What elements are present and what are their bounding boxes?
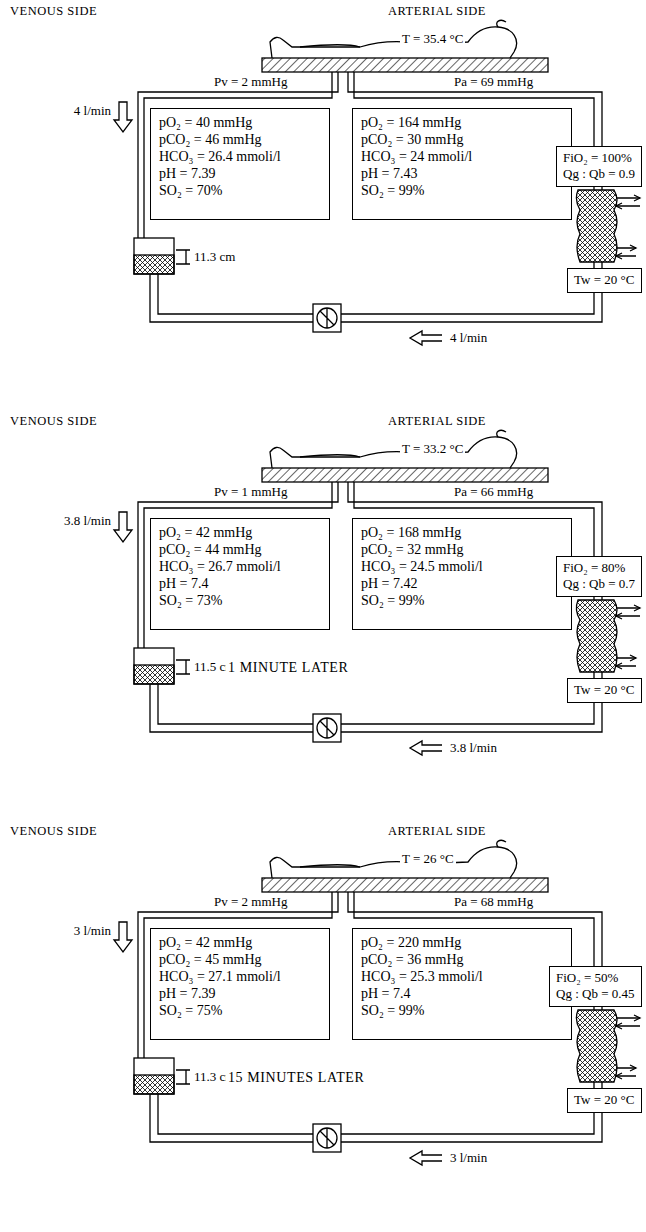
box-text: pO₂ = 40 mmHg	[159, 114, 321, 131]
water-temp-box: Tw = 20 °C	[567, 1088, 642, 1113]
box-text: pCO₂ = 46 mmHg	[159, 131, 321, 148]
box-text: pCO₂ = 36 mmHg	[361, 951, 563, 968]
box-text: pO₂ = 42 mmHg	[159, 934, 321, 951]
box-text: SO₂ = 75%	[159, 1002, 321, 1019]
box-text: pCO₂ = 30 mmHg	[361, 131, 563, 148]
box-text: FiO₂ = 80%	[563, 560, 635, 576]
patient-temperature: T = 33.2 °C	[400, 441, 465, 457]
box-text: HCO₃ = 24 mmoli/l	[361, 148, 563, 165]
box-text: pCO₂ = 45 mmHg	[159, 951, 321, 968]
box-text: Qg : Qb = 0.7	[563, 576, 635, 592]
venous-pressure: Pv = 2 mmHg	[212, 894, 289, 910]
venous-flow: 3.8 l/min	[62, 513, 113, 529]
box-text: pH = 7.4	[159, 575, 321, 592]
arterial-gas-box: pO₂ = 164 mmHgpCO₂ = 30 mmHgHCO₃ = 24 mm…	[352, 108, 572, 220]
box-text: SO₂ = 99%	[361, 592, 563, 609]
gas-setting-box: FiO₂ = 100%Qg : Qb = 0.9	[556, 146, 642, 187]
pump-flow: 3 l/min	[448, 1150, 489, 1166]
patient-temperature: T = 35.4 °C	[400, 31, 465, 47]
side-heading: VENOUS SIDE	[8, 824, 99, 839]
box-text: FiO₂ = 100%	[563, 150, 635, 166]
arterial-gas-box: pO₂ = 220 mmHgpCO₂ = 36 mmHgHCO₃ = 25.3 …	[352, 928, 572, 1040]
box-text: HCO₃ = 26.4 mmoli/l	[159, 148, 321, 165]
arterial-gas-box: pO₂ = 168 mmHgpCO₂ = 32 mmHgHCO₃ = 24.5 …	[352, 518, 572, 630]
time-caption: 1 MINUTE LATER	[226, 660, 350, 677]
venous-gas-box: pO₂ = 40 mmHgpCO₂ = 46 mmHgHCO₃ = 26.4 m…	[150, 108, 330, 220]
box-text: pCO₂ = 44 mmHg	[159, 541, 321, 558]
side-heading: ARTERIAL SIDE	[386, 824, 488, 839]
box-text: pH = 7.43	[361, 165, 563, 182]
box-text: pO₂ = 42 mmHg	[159, 524, 321, 541]
box-text: pCO₂ = 32 mmHg	[361, 541, 563, 558]
arterial-pressure: Pa = 68 mmHg	[452, 894, 535, 910]
venous-pressure: Pv = 2 mmHg	[212, 74, 289, 90]
venous-gas-box: pO₂ = 42 mmHgpCO₂ = 44 mmHgHCO₃ = 26.7 m…	[150, 518, 330, 630]
box-text: SO₂ = 99%	[361, 1002, 563, 1019]
box-text: Qg : Qb = 0.9	[563, 166, 635, 182]
box-text: FiO₂ = 50%	[556, 970, 635, 986]
water-temp-box: Tw = 20 °C	[567, 678, 642, 703]
box-text: pH = 7.39	[159, 165, 321, 182]
box-text: HCO₃ = 26.7 mmoli/l	[159, 558, 321, 575]
side-heading: ARTERIAL SIDE	[386, 4, 488, 19]
arterial-pressure: Pa = 66 mmHg	[452, 484, 535, 500]
box-text: HCO₃ = 27.1 mmoli/l	[159, 968, 321, 985]
gas-setting-box: FiO₂ = 50%Qg : Qb = 0.45	[549, 966, 642, 1007]
box-text: Tw = 20 °C	[574, 272, 635, 288]
arterial-pressure: Pa = 69 mmHg	[452, 74, 535, 90]
box-text: SO₂ = 70%	[159, 182, 321, 199]
pump-flow: 4 l/min	[448, 330, 489, 346]
box-text: pO₂ = 220 mmHg	[361, 934, 563, 951]
gas-setting-box: FiO₂ = 80%Qg : Qb = 0.7	[556, 556, 642, 597]
water-temp-box: Tw = 20 °C	[567, 268, 642, 293]
pump-flow: 3.8 l/min	[448, 740, 499, 756]
side-heading: ARTERIAL SIDE	[386, 414, 488, 429]
box-text: SO₂ = 73%	[159, 592, 321, 609]
box-text: pH = 7.42	[361, 575, 563, 592]
box-text: SO₂ = 99%	[361, 182, 563, 199]
side-heading: VENOUS SIDE	[8, 4, 99, 19]
box-text: Qg : Qb = 0.45	[556, 986, 635, 1002]
venous-flow: 3 l/min	[72, 923, 113, 939]
box-text: Tw = 20 °C	[574, 682, 635, 698]
time-caption: 15 MINUTES LATER	[226, 1070, 366, 1087]
box-text: pH = 7.39	[159, 985, 321, 1002]
patient-temperature: T = 26 °C	[400, 851, 456, 867]
side-heading: VENOUS SIDE	[8, 414, 99, 429]
box-text: HCO₃ = 25.3 mmoli/l	[361, 968, 563, 985]
box-text: pH = 7.4	[361, 985, 563, 1002]
venous-gas-box: pO₂ = 42 mmHgpCO₂ = 45 mmHgHCO₃ = 27.1 m…	[150, 928, 330, 1040]
venous-pressure: Pv = 1 mmHg	[212, 484, 289, 500]
box-text: pO₂ = 164 mmHg	[361, 114, 563, 131]
venous-flow: 4 l/min	[72, 103, 113, 119]
box-text: Tw = 20 °C	[574, 1092, 635, 1108]
box-text: HCO₃ = 24.5 mmoli/l	[361, 558, 563, 575]
box-text: pO₂ = 168 mmHg	[361, 524, 563, 541]
reservoir-level: 11.3 cm	[192, 249, 237, 265]
